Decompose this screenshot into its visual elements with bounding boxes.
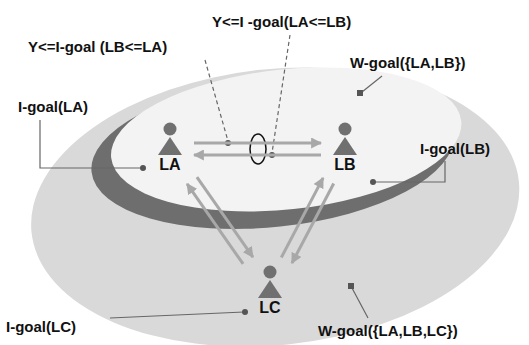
goal-label: W-goal({LA,LB}) <box>350 54 466 72</box>
agent-icon <box>155 122 185 156</box>
agent-node: LC <box>249 263 291 321</box>
goal-label: I-goal(LB) <box>420 140 490 158</box>
leader-dot <box>370 179 376 185</box>
agent-body <box>158 137 182 155</box>
leader-square <box>357 90 363 96</box>
agent-head <box>339 123 352 136</box>
dashed-leader <box>205 60 228 141</box>
leader-line <box>110 312 244 318</box>
message-arrow <box>197 177 253 257</box>
goal-label: Y<=I -goal(LA<=LB) <box>212 13 351 31</box>
agent-name: LC <box>259 299 280 317</box>
inner-band <box>104 51 469 227</box>
pair-ring <box>250 134 266 164</box>
goal-label: W-goal({LA,LB,LC}) <box>318 322 458 340</box>
leader-ends <box>140 90 376 315</box>
message-arrow <box>194 154 321 157</box>
leader-line <box>40 120 141 168</box>
agent-body <box>333 137 357 155</box>
outer-band <box>17 44 529 345</box>
leader-line <box>362 76 382 92</box>
agent-name: LA <box>159 156 180 174</box>
leader-square <box>348 283 354 289</box>
agent-body <box>258 280 282 298</box>
agent-name: LB <box>334 156 355 174</box>
agent-node: LB <box>324 120 366 178</box>
leader-line <box>375 161 445 182</box>
message-arrow <box>281 178 323 258</box>
agent-head <box>264 266 277 279</box>
goal-label: Y<=I-goal (LB<=LA) <box>28 38 167 56</box>
message-arrow <box>187 184 243 264</box>
goal-bands <box>17 44 529 345</box>
leader-line <box>352 288 368 318</box>
agent-icon <box>330 122 360 156</box>
dashed-leader <box>272 35 290 153</box>
agent-node: LA <box>149 120 191 178</box>
leader-dot <box>140 165 146 171</box>
message-arrow <box>194 142 321 145</box>
leader-dot <box>242 309 248 315</box>
agent-icon <box>255 265 285 299</box>
agent-head <box>164 123 177 136</box>
leader-lines <box>40 35 445 318</box>
goal-label: I-goal(LC) <box>6 318 76 336</box>
goal-label: I-goal(LA) <box>18 98 88 116</box>
